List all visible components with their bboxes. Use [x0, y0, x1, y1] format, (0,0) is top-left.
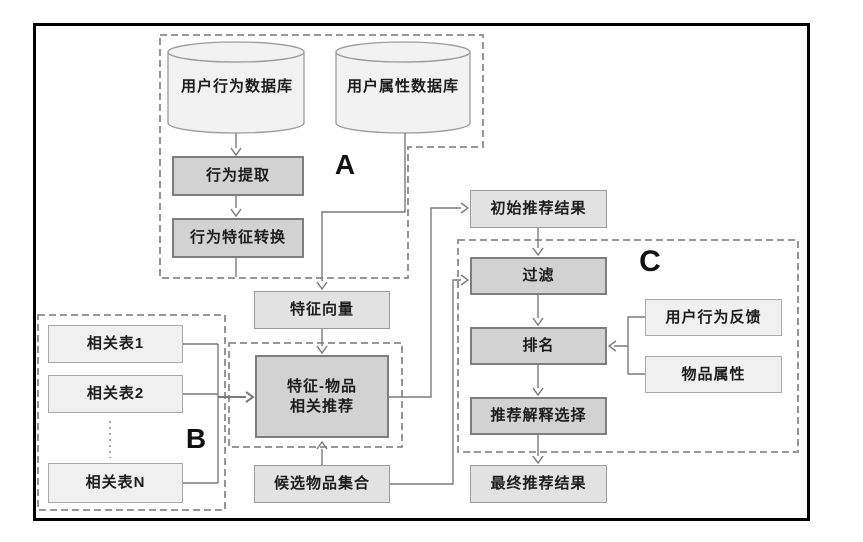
region-c-outline — [457, 239, 799, 453]
connector-db2-to-feature-vector — [321, 133, 406, 281]
region-b-label: B — [185, 423, 207, 454]
region-a-outline — [159, 34, 484, 279]
arrowhead-into-recommend-bottom — [316, 440, 328, 450]
database-cylinder-user-behavior-top — [167, 41, 305, 63]
connector-candidate-to-filter — [390, 279, 461, 485]
arrowhead-into-feature-vector — [316, 281, 328, 291]
arrowhead-into-transform — [230, 208, 242, 218]
arrowhead-into-recommend-left — [245, 391, 255, 403]
node-filter: 过滤 — [470, 257, 607, 295]
node-behavior-feature-transform: 行为特征转换 — [172, 218, 304, 258]
arrowhead-into-filter-left — [460, 274, 470, 286]
database-cylinder-user-attribute-top — [335, 41, 471, 63]
node-ranking: 排名 — [470, 327, 607, 365]
region-c-label: C — [639, 245, 661, 278]
node-feature-vector: 特征向量 — [254, 291, 390, 329]
node-related-table-2: 相关表2 — [48, 375, 183, 413]
arrowhead-into-ranking-right — [607, 340, 617, 352]
arrowhead-into-explanation — [532, 387, 544, 397]
connector-recommend-to-initial-results — [389, 207, 461, 398]
connector-related-tables-bus — [183, 343, 219, 484]
arrowhead-into-initial-results — [460, 202, 470, 214]
arrowhead-into-filter-top — [532, 247, 544, 257]
node-behavior-extraction: 行为提取 — [172, 156, 304, 196]
node-initial-recommendation-results: 初始推荐结果 — [470, 190, 607, 228]
node-candidate-item-set: 候选物品集合 — [254, 465, 390, 503]
node-feature-item-recommendation: 特征-物品 相关推荐 — [255, 355, 389, 438]
node-item-attributes: 物品属性 — [645, 356, 782, 393]
node-final-recommendation-results: 最终推荐结果 — [470, 465, 607, 503]
node-user-behavior-db: 用户行为数据库 — [180, 78, 293, 95]
feature-item-region-outline — [228, 342, 403, 448]
node-user-attribute-db: 用户属性数据库 — [346, 78, 459, 95]
arrowhead-into-ranking-top — [532, 317, 544, 327]
arrowhead-into-extraction — [230, 147, 242, 157]
connector-feedback-bracket — [614, 316, 645, 375]
region-b-outline — [37, 314, 226, 511]
node-related-table-n: 相关表N — [48, 463, 183, 503]
arrowhead-into-recommend-top — [316, 345, 328, 355]
arrowhead-into-final-results — [532, 455, 544, 465]
region-a-label: A — [334, 149, 356, 180]
node-related-table-1: 相关表1 — [48, 325, 183, 363]
node-recommendation-explanation-selection: 推荐解释选择 — [470, 397, 607, 435]
node-user-behavior-feedback: 用户行为反馈 — [645, 299, 782, 336]
